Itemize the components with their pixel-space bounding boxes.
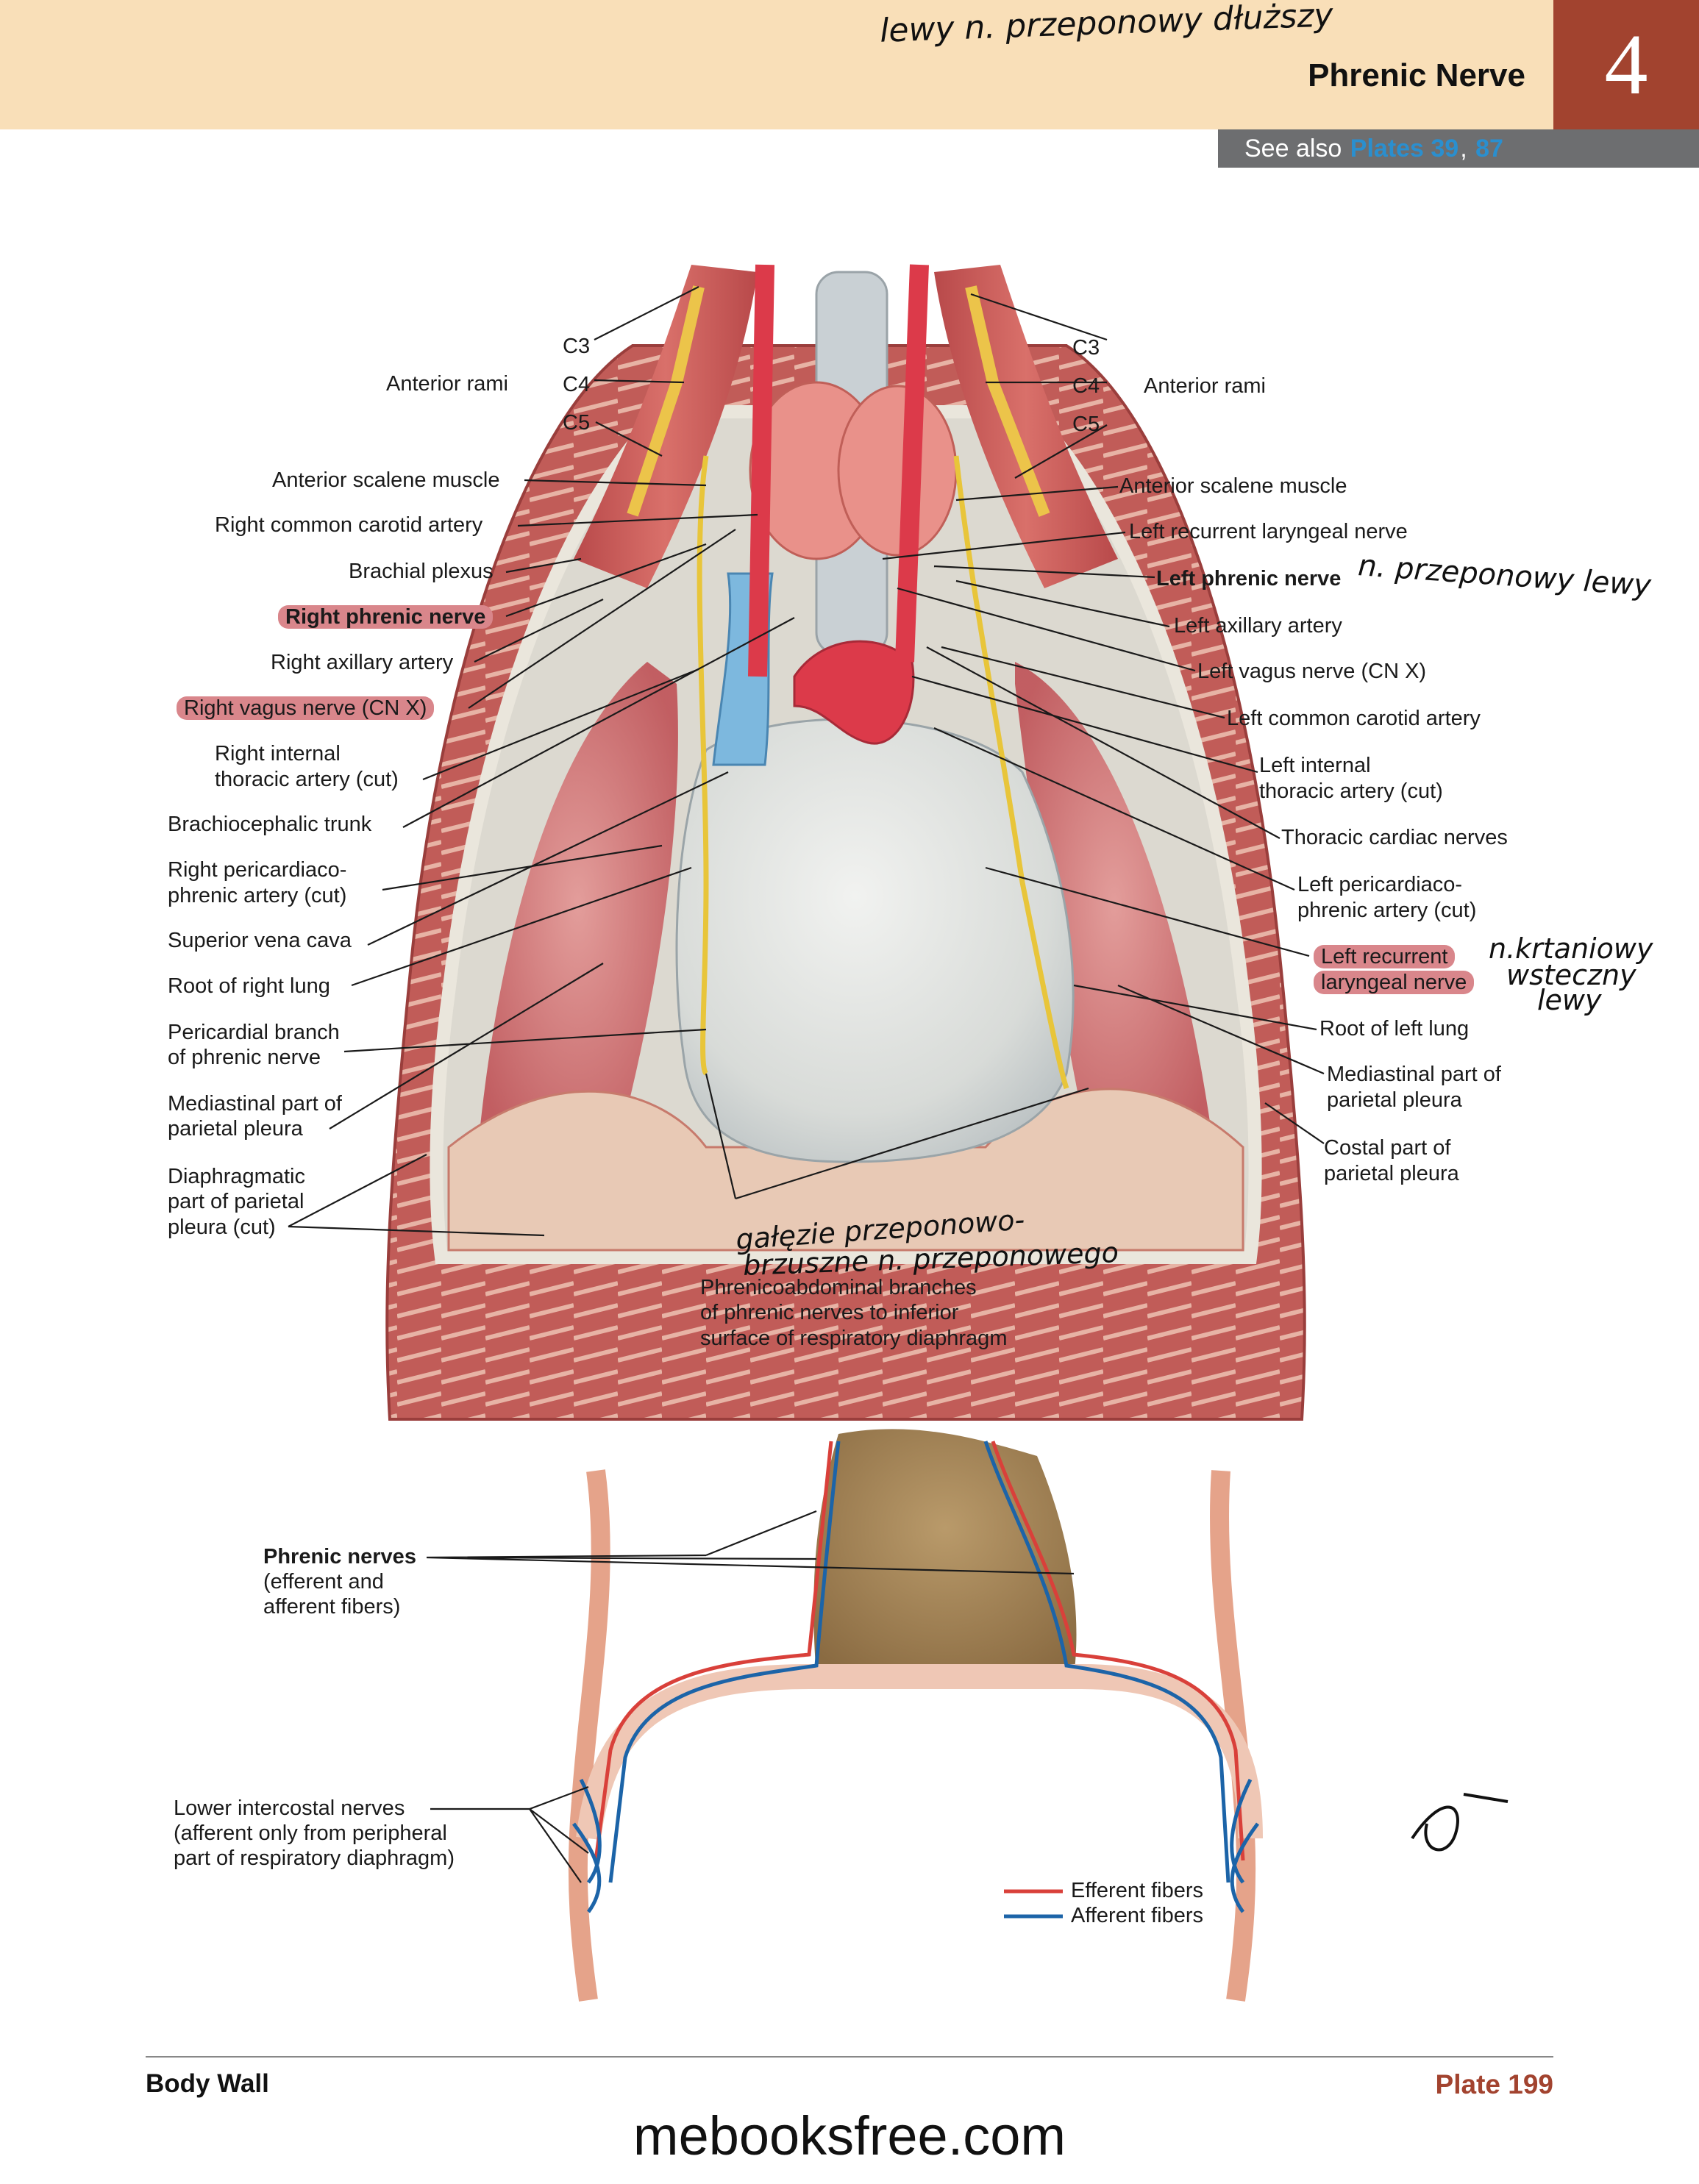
footer-plate-number: Plate 199: [1435, 2069, 1553, 2099]
afferent-fiber-left: [983, 1441, 1230, 1883]
chapter-number: 4: [1553, 0, 1699, 129]
label-right-common-carotid: Right common carotid artery: [215, 513, 483, 537]
leader-lines: [288, 286, 1325, 1237]
label-left-recurrent-hl-2: laryngeal nerve: [1314, 970, 1475, 996]
intercostal-nerve-left: [1230, 1778, 1260, 1913]
see-also-bar: See also Plates 39, 87: [1218, 129, 1699, 168]
label-left-axillary: Left axillary artery: [1174, 614, 1342, 638]
label-mediastinal-left-1: Mediastinal part of: [168, 1092, 342, 1116]
label-phrenic-nerves-3: afferent fibers): [263, 1595, 401, 1619]
see-also-link-plates-39[interactable]: Plates 39: [1350, 134, 1459, 163]
heart-pericardium: [675, 718, 1075, 1163]
footer-section: Body Wall: [146, 2069, 269, 2098]
label-anterior-rami-left: Anterior rami: [386, 372, 508, 396]
label-anterior-scalene-left: Anterior scalene muscle: [272, 468, 500, 492]
label-left-pericardiaco-2: phrenic artery (cut): [1297, 899, 1477, 922]
label-pericardial-branch-2: of phrenic nerve: [168, 1046, 321, 1069]
right-phrenic-nerve: [697, 455, 709, 1076]
label-c4-left: C4: [563, 373, 591, 396]
label-right-pericardiaco-1: Right pericardiaco-: [168, 858, 347, 882]
label-lower-intercostal-1: Lower intercostal nerves: [174, 1796, 405, 1820]
handwritten-note-recurrent-1: n.krtaniowy: [1489, 932, 1653, 965]
label-c5-left: C5: [563, 411, 591, 435]
label-diaphragmatic-1: Diaphragmatic: [168, 1165, 305, 1188]
label-phrenicoabd-3: surface of respiratory diaphragm: [700, 1327, 1008, 1350]
right-lung: [478, 662, 678, 1147]
handwritten-note-recurrent-3: lewy: [1537, 984, 1602, 1016]
label-phrenicoabd-1: Phrenicoabdominal branches: [700, 1276, 977, 1299]
see-also-link-87[interactable]: 87: [1475, 134, 1503, 163]
label-mediastinal-left-2: parietal pleura: [168, 1117, 303, 1141]
label-diaphragmatic-2: part of parietal: [168, 1190, 304, 1213]
label-left-common-carotid: Left common carotid artery: [1227, 707, 1481, 730]
left-lung: [1015, 662, 1214, 1147]
label-c3-left: C3: [563, 335, 591, 358]
label-thoracic-cardiac-nerves: Thoracic cardiac nerves: [1281, 826, 1508, 849]
efferent-fiber-left: [991, 1441, 1245, 1861]
label-c3-right: C3: [1072, 336, 1100, 360]
label-left-internal-thoracic-1: Left internal: [1259, 754, 1371, 777]
left-common-carotid: [895, 264, 929, 663]
intercostal-nerve-right: [571, 1778, 602, 1913]
label-left-recurrent-hl-1: Left recurrent: [1314, 944, 1456, 970]
label-c4-right: C4: [1072, 374, 1100, 398]
right-common-carotid: [748, 264, 774, 677]
legend-afferent-label: Afferent fibers: [1071, 1904, 1204, 1927]
label-left-phrenic-nerve: Left phrenic nerve: [1156, 567, 1342, 590]
label-right-axillary: Right axillary artery: [271, 651, 454, 674]
label-c5-right: C5: [1072, 413, 1100, 436]
label-brachiocephalic-trunk: Brachiocephalic trunk: [168, 813, 372, 836]
label-phrenic-nerves-2: (efferent and: [263, 1570, 384, 1594]
label-costal-2: parietal pleura: [1324, 1162, 1459, 1185]
label-left-pericardiaco-1: Left pericardiaco-: [1297, 873, 1463, 896]
label-anterior-scalene-right: Anterior scalene muscle: [1119, 474, 1347, 498]
afferent-fiber-right: [608, 1441, 841, 1883]
label-right-internal-thoracic-2: thoracic artery (cut): [215, 768, 399, 791]
label-phrenic-nerves: Phrenic nerves: [263, 1545, 416, 1569]
label-mediastinal-right-2: parietal pleura: [1327, 1088, 1462, 1112]
label-diaphragmatic-3: pleura (cut): [168, 1216, 276, 1239]
label-lower-intercostal-2: (afferent only from peripheral: [174, 1821, 447, 1845]
label-right-pericardiaco-2: phrenic artery (cut): [168, 884, 347, 907]
efferent-fiber-right: [594, 1441, 833, 1861]
label-left-recurrent-laryngeal: Left recurrent laryngeal nerve: [1129, 520, 1408, 543]
handwritten-note-recurrent-2: wsteczny: [1506, 959, 1636, 991]
diaphragm: [447, 1088, 1244, 1252]
see-also-label: See also: [1244, 134, 1342, 163]
footer-divider: [146, 2056, 1553, 2058]
header-band: [0, 0, 1553, 129]
left-phrenic-nerve: [953, 455, 1069, 1090]
aortic-arch: [793, 640, 915, 745]
label-lower-intercostal-3: part of respiratory diaphragm): [174, 1846, 455, 1870]
label-superior-vena-cava: Superior vena cava: [168, 929, 352, 952]
watermark-site: mebooksfree.com: [633, 2105, 1066, 2166]
lower-diagram: [426, 1429, 1509, 2002]
page-title: Phrenic Nerve: [1308, 57, 1525, 93]
label-brachial-plexus: Brachial plexus: [349, 560, 494, 583]
label-pericardial-branch-1: Pericardial branch: [168, 1021, 340, 1044]
see-also-separator: ,: [1460, 134, 1467, 163]
label-root-right-lung: Root of right lung: [168, 974, 330, 998]
right-rib-column: [568, 1469, 610, 2002]
netter-signature-mark: [1411, 1793, 1509, 1852]
label-mediastinal-right-1: Mediastinal part of: [1327, 1063, 1501, 1086]
label-root-left-lung: Root of left lung: [1319, 1017, 1470, 1041]
label-costal-1: Costal part of: [1324, 1136, 1451, 1160]
label-right-phrenic-nerve: Right phrenic nerve: [278, 604, 494, 630]
label-left-internal-thoracic-2: thoracic artery (cut): [1259, 779, 1443, 803]
label-anterior-rami-right: Anterior rami: [1144, 374, 1266, 398]
diaphragm-dome: [576, 1664, 1263, 1841]
label-left-vagus-nerve: Left vagus nerve (CN X): [1197, 660, 1427, 683]
liver-mass: [813, 1429, 1077, 1677]
label-phrenicoabd-2: of phrenic nerves to inferior: [700, 1301, 959, 1324]
legend-efferent-label: Efferent fibers: [1071, 1879, 1204, 1902]
label-right-internal-thoracic-1: Right internal: [215, 742, 341, 766]
label-right-vagus-nerve: Right vagus nerve (CN X): [177, 696, 435, 721]
